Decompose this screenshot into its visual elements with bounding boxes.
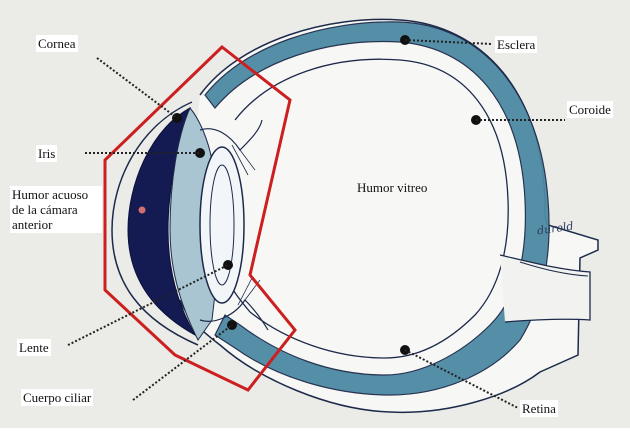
aqueous-humor-dot [139, 207, 146, 214]
vitreous-chamber [228, 59, 508, 358]
label-iris: Iris [36, 145, 57, 162]
label-humor-vitreo: Humor vitreo [355, 179, 429, 196]
label-humor-acuoso: Humor acuoso de la cámara anterior [10, 186, 102, 233]
lens-dot [223, 260, 233, 270]
lens [200, 147, 244, 303]
label-cornea: Cornea [36, 35, 78, 52]
label-retina: Retina [520, 400, 558, 417]
iris-dot [195, 148, 205, 158]
label-lente: Lente [17, 339, 51, 356]
label-coroide: Coroide [567, 101, 613, 118]
label-esclera: Esclera [495, 36, 537, 53]
label-cuerpo-ciliar: Cuerpo ciliar [21, 389, 93, 406]
cornea-dot [172, 113, 182, 123]
